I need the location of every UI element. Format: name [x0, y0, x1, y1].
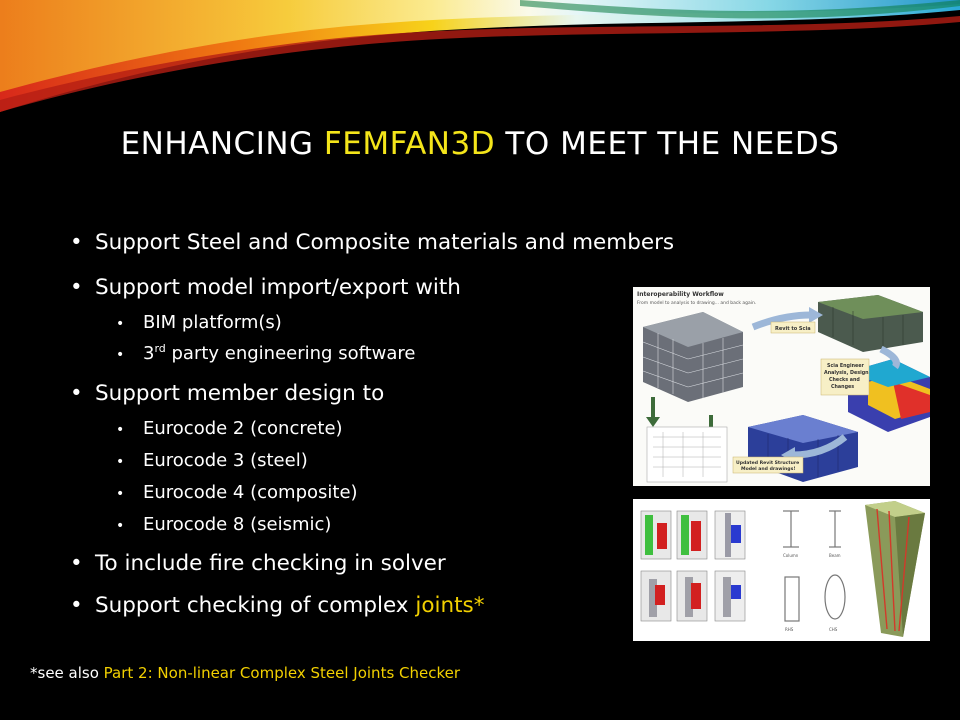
bullet-marker: •	[116, 518, 125, 534]
connection-detail-5	[676, 570, 708, 622]
label-scia-line-3: Checks and	[829, 377, 860, 383]
bullet-marker: •	[70, 551, 83, 576]
bullet-text-main: Support checking of complex	[95, 593, 416, 618]
label-updated-line-2: Model and drawings!	[741, 466, 795, 472]
bullet-text: Eurocode 4 (composite)	[143, 482, 358, 503]
label-scia-line-2: Analysis, Design	[824, 370, 869, 376]
label-scia-line-4: Changes	[831, 384, 854, 390]
i-section-column-icon	[783, 510, 799, 548]
connection-detail-4	[640, 570, 672, 622]
bullet-text-post: party engineering software	[165, 343, 416, 364]
bullet-marker: •	[70, 230, 83, 255]
workflow-illustration: Interoperability Workflow From model to …	[633, 287, 930, 486]
bullet-marker: •	[70, 381, 83, 406]
chs-section-icon	[824, 574, 846, 620]
composite-column-3d	[865, 501, 925, 637]
connection-detail-1	[640, 510, 672, 560]
cycle-arrows	[751, 307, 900, 463]
rainbow-ribbon-decoration	[0, 0, 960, 112]
bullet-text: 3rd party engineering software	[143, 343, 416, 364]
bullet-text: BIM platform(s)	[143, 312, 282, 333]
title-part-2: TO MEET THE NEEDS	[495, 126, 840, 162]
workflow-heading: Interoperability Workflow	[637, 291, 724, 298]
steel-joints-image: Column Beam RHS CHS	[633, 499, 930, 641]
bullet-text: Eurocode 8 (seismic)	[143, 514, 332, 535]
bullet-text-pre: 3	[143, 343, 155, 364]
bullet-text-superscript: rd	[154, 342, 166, 355]
bullet-marker: •	[116, 316, 125, 332]
building-model-left	[642, 312, 744, 402]
bullet-marker: •	[116, 347, 125, 363]
label-scia-line-1: Scia Engineer	[827, 363, 865, 369]
bullet-text: Eurocode 3 (steel)	[143, 450, 308, 471]
joints-illustration: Column Beam RHS CHS	[633, 499, 930, 641]
footnote-prefix: *see also	[30, 664, 104, 682]
bullet-text: Support Steel and Composite materials an…	[95, 230, 675, 255]
label-beam: Beam	[829, 553, 841, 558]
title-part-1: ENHANCING	[120, 126, 324, 162]
label-column: Column	[783, 553, 799, 558]
connection-detail-2	[676, 510, 708, 560]
workflow-subheading: From model to analysis to drawing... and…	[637, 300, 756, 306]
building-model-top-right	[818, 295, 923, 352]
bullet-text: Support model import/export with	[95, 275, 461, 300]
i-section-beam-icon	[829, 510, 841, 548]
joints-link[interactable]: joints*	[415, 593, 485, 618]
bullet-marker: •	[70, 593, 83, 618]
bullet-marker: •	[70, 275, 83, 300]
connection-detail-3	[714, 510, 746, 560]
slide-title: ENHANCING FEMFAN3D TO MEET THE NEEDS	[0, 126, 960, 162]
interoperability-workflow-image: Interoperability Workflow From model to …	[633, 287, 930, 486]
label-updated-line-1: Updated Revit Structure	[736, 460, 799, 466]
label-rhs: RHS	[785, 627, 794, 632]
bullet-text: Support member design to	[95, 381, 385, 406]
label-revit-to-scia: Revit to Scia	[775, 326, 811, 332]
rhs-section-icon	[784, 576, 800, 622]
label-chs: CHS	[829, 627, 838, 632]
bullet-marker: •	[116, 422, 125, 438]
connection-detail-6	[714, 570, 746, 622]
bullet-text: Eurocode 2 (concrete)	[143, 418, 343, 439]
drawing-sheet	[646, 426, 728, 483]
bullet-text: To include fire checking in solver	[95, 551, 446, 576]
title-highlight: FEMFAN3D	[323, 126, 496, 162]
footnote-link[interactable]: Part 2: Non-linear Complex Steel Joints …	[103, 664, 461, 682]
bullet-marker: •	[116, 454, 125, 470]
bullet-text: Support checking of complex joints*	[95, 593, 484, 618]
footnote: *see also Part 2: Non-linear Complex Ste…	[30, 664, 460, 682]
bullet-marker: •	[116, 486, 125, 502]
